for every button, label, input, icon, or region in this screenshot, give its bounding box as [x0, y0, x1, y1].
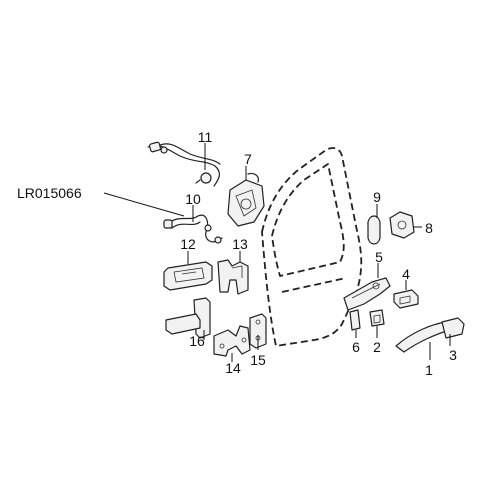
part-6-clip [349, 309, 361, 338]
part-9-cap [367, 204, 381, 245]
part-10-cable [163, 205, 223, 244]
part-13-bracket [217, 251, 249, 295]
part-number-8: 8 [425, 220, 433, 236]
part-number-14: 14 [225, 360, 241, 376]
part-number-10: 10 [185, 191, 201, 207]
part-11-cable [147, 141, 221, 187]
part-5-handle-carrier [343, 263, 391, 311]
part-number-7: 7 [244, 151, 252, 167]
part-2-gasket [369, 309, 385, 338]
part-1-exterior-handle [395, 321, 451, 360]
part-number-1: 1 [425, 362, 433, 378]
part-12-inner-handle [163, 251, 213, 291]
part-number-11: 11 [198, 129, 213, 145]
part-8-striker [389, 211, 422, 239]
part-3-handle-cap [441, 317, 465, 346]
part-number-13: 13 [232, 236, 248, 252]
part-number-6: 6 [352, 339, 360, 355]
part-number-2: 2 [373, 339, 381, 355]
door-outline [261, 147, 363, 347]
part-number-16: 16 [189, 333, 205, 349]
part-number-12: 12 [180, 236, 196, 252]
part-16-check-strap [165, 297, 211, 340]
part-number-5: 5 [375, 249, 383, 265]
reference-leader-line [103, 192, 185, 217]
part-number-15: 15 [250, 352, 266, 368]
reference-label: LR015066 [17, 185, 82, 201]
part-14-hinge [213, 325, 251, 362]
part-number-9: 9 [373, 189, 381, 205]
part-4-bezel [393, 280, 419, 309]
part-7-latch [227, 166, 265, 227]
part-number-3: 3 [449, 347, 457, 363]
part-number-4: 4 [402, 266, 410, 282]
part-15-hinge-plate [249, 313, 267, 350]
